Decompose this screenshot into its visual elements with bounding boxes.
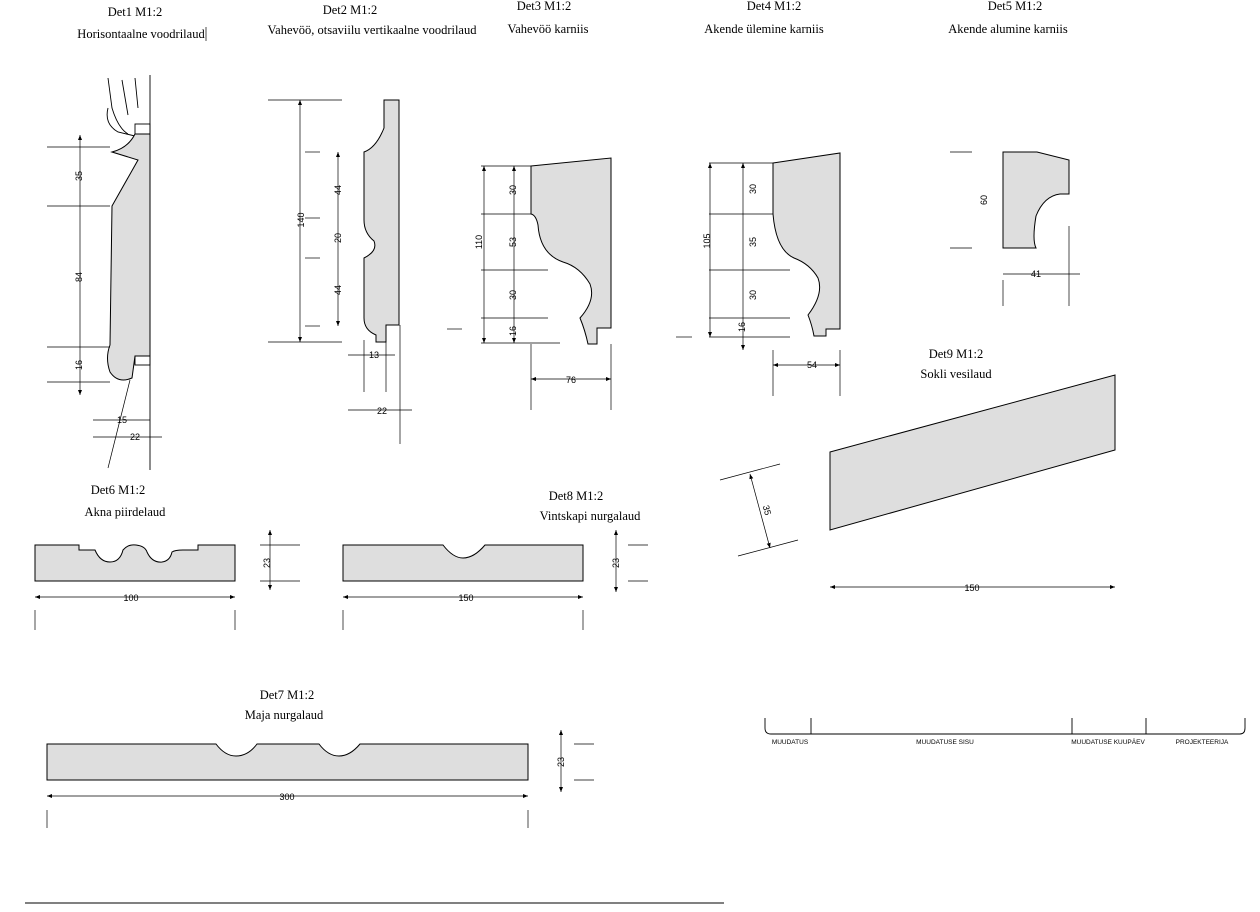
det6-profile [34,544,236,582]
det3-dim-76: 76 [566,375,576,385]
det1-dim-84: 84 [74,272,84,282]
det1-dim-16: 16 [74,360,84,370]
det4-dim-30a: 30 [748,184,758,194]
det2-profile [363,99,400,343]
det7-name: Maja nurgalaud [245,708,324,722]
det4-profile [772,152,841,337]
det1-name: Horisontaalne voodrilaud [77,27,205,41]
det6-name: Akna piirdelaud [85,505,167,519]
det1-dim-15: 15 [117,415,127,425]
det1-dim-22: 22 [130,432,140,442]
det5-dim-60: 60 [979,195,989,205]
det6-dim-100: 100 [123,593,138,603]
det3-code: Det3 M1:2 [517,0,572,13]
det2-dim-13: 13 [369,350,379,360]
det2-code: Det2 M1:2 [323,3,378,17]
det1-group: Det1 M1:2 Horisontaalne voodrilaud 35 84… [47,5,207,470]
det8-dim-23: 23 [611,558,621,568]
det2-name: Vahevöö, otsaviilu vertikaalne voodrilau… [268,23,478,37]
revision-col-designer: PROJEKTEERIJA [1176,739,1229,746]
det4-group: Det4 M1:2 Akende ülemine karniis 105 30 … [676,0,841,396]
revision-col-content: MUUDATUSE SISU [916,739,974,746]
det9-dim-35: 35 [761,504,773,516]
det6-dim-23: 23 [262,558,272,568]
det2-group: Det2 M1:2 Vahevöö, otsaviilu vertikaalne… [268,3,478,444]
det4-code: Det4 M1:2 [747,0,802,13]
det7-profile [46,743,529,781]
det9-group: Det9 M1:2 Sokli vesilaud 35 150 [719,347,1116,593]
revision-table: MUUDATUS MUUDATUSE SISU MUUDATUSE KUUPÄE… [764,718,1246,746]
det6-group: Det6 M1:2 Akna piirdelaud 23 100 [34,483,300,630]
det1-dim-35: 35 [74,171,84,181]
det3-dim-16: 16 [508,326,518,336]
revision-col-change: MUUDATUS [772,739,809,746]
det3-profile [530,157,612,345]
det3-dim-53: 53 [508,237,518,247]
det7-dim-23: 23 [556,757,566,767]
det3-name: Vahevöö karniis [508,22,589,36]
det3-dim-110: 110 [474,235,484,249]
det2-dim-44b: 44 [333,285,343,295]
det8-name: Vintskapi nurgalaud [540,509,641,523]
det2-dim-22: 22 [377,406,387,416]
det1-profile [107,133,151,381]
det8-dim-150: 150 [458,593,473,603]
det8-code: Det8 M1:2 [549,489,604,503]
det3-dim-30b: 30 [508,290,518,300]
det2-dim-44a: 44 [333,185,343,195]
det1-code: Det1 M1:2 [108,5,163,19]
det2-dim-140: 140 [296,212,306,227]
det4-dim-35: 35 [748,237,758,247]
det5-profile [1002,151,1070,249]
det3-dim-30a: 30 [508,185,518,195]
det5-dim-41: 41 [1031,269,1041,279]
revision-col-date: MUUDATUSE KUUPÄEV [1071,738,1145,746]
det8-group: Det8 M1:2 Vintskapi nurgalaud 23 150 [342,489,648,630]
det5-group: Det5 M1:2 Akende alumine karniis 60 41 [948,0,1080,306]
det9-profile [829,374,1116,531]
det5-code: Det5 M1:2 [988,0,1043,13]
det7-group: Det7 M1:2 Maja nurgalaud 23 300 [46,688,594,828]
det5-name: Akende alumine karniis [948,22,1068,36]
det4-dim-54: 54 [807,360,817,370]
det4-dim-105: 105 [702,233,712,248]
det2-dim-20: 20 [333,233,343,243]
det4-dim-30b: 30 [748,290,758,300]
det8-profile [342,544,584,582]
det4-dim-16: 16 [737,322,747,332]
det6-code: Det6 M1:2 [91,483,146,497]
det9-code: Det9 M1:2 [929,347,984,361]
det4-name: Akende ülemine karniis [704,22,824,36]
det9-name: Sokli vesilaud [920,367,992,381]
det9-dim-150: 150 [964,583,979,593]
det3-group: Det3 M1:2 Vahevöö karniis 110 30 53 30 1… [447,0,612,410]
det7-dim-300: 300 [279,792,294,802]
det7-code: Det7 M1:2 [260,688,315,702]
